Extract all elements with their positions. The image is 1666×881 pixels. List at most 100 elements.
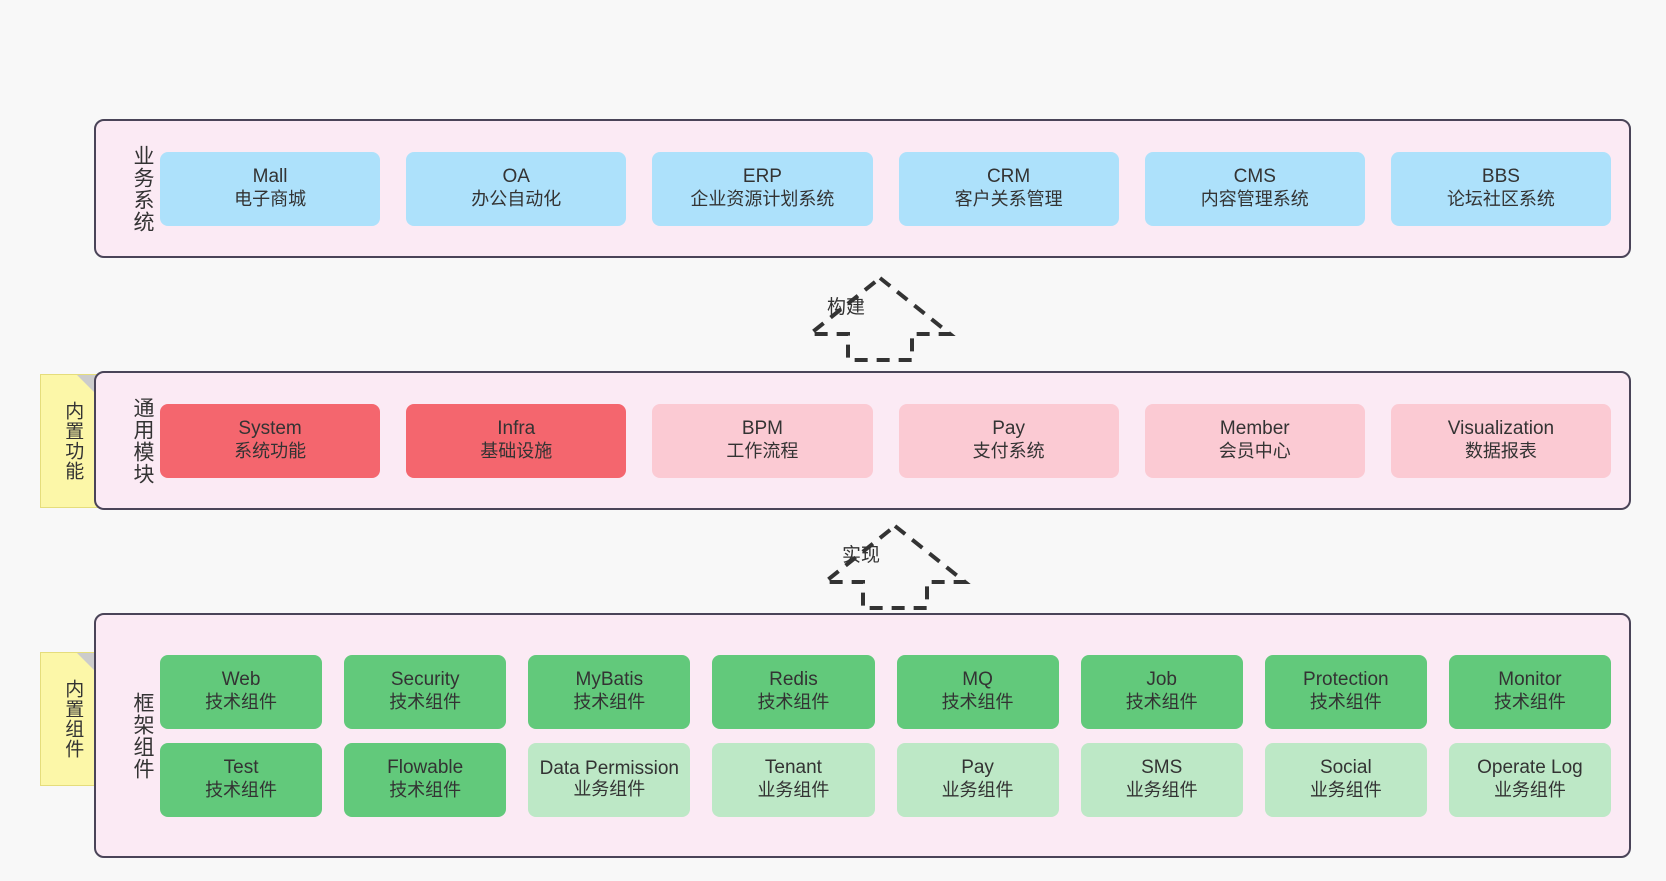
box-subtitle: 办公自动化: [471, 189, 562, 210]
box-web[interactable]: Web 技术组件: [160, 654, 323, 729]
box-data-permission[interactable]: Data Permission 业务组件: [528, 742, 691, 817]
box-title: System: [238, 418, 302, 440]
box-system[interactable]: System 系统功能: [160, 403, 381, 478]
box-subtitle: 业务组件: [1493, 780, 1566, 801]
box-title: BPM: [741, 418, 784, 440]
box-test[interactable]: Test 技术组件: [160, 742, 323, 817]
box-subtitle: 论坛社区系统: [1446, 189, 1555, 210]
box-subtitle: 基础设施: [480, 441, 553, 462]
box-subtitle: 技术组件: [1493, 692, 1566, 713]
box-title: Infra: [497, 418, 536, 440]
box-crm[interactable]: CRM 客户关系管理: [898, 151, 1119, 226]
box-title: OA: [502, 166, 530, 188]
box-monitor[interactable]: Monitor 技术组件: [1448, 654, 1611, 729]
box-subtitle: 技术组件: [389, 780, 462, 801]
box-erp[interactable]: ERP 企业资源计划系统: [652, 151, 873, 226]
box-title: Mall: [252, 166, 288, 188]
box-subtitle: 技术组件: [205, 780, 278, 801]
box-title: Operate Log: [1477, 757, 1583, 779]
sticky-note-text: 内置组件: [62, 679, 84, 759]
framework-row-2: Test 技术组件 Flowable 技术组件 Data Permission …: [160, 742, 1611, 817]
business-row-1: Mall 电子商城 OA 办公自动化 ERP 企业资源计划系统 CRM 客户关系…: [160, 151, 1612, 226]
dashed-arrow-up-icon: [819, 523, 971, 610]
box-subtitle: 技术组件: [1309, 692, 1382, 713]
box-title: Security: [390, 669, 460, 691]
box-protection[interactable]: Protection 技术组件: [1264, 654, 1427, 729]
box-title: Monitor: [1498, 669, 1562, 691]
box-redis[interactable]: Redis 技术组件: [712, 654, 875, 729]
box-oa[interactable]: OA 办公自动化: [406, 151, 627, 226]
box-subtitle: 技术组件: [1125, 692, 1198, 713]
box-subtitle: 业务组件: [941, 780, 1014, 801]
box-bbs[interactable]: BBS 论坛社区系统: [1390, 151, 1612, 226]
box-title: Member: [1219, 418, 1290, 440]
business-box-grid: Mall 电子商城 OA 办公自动化 ERP 企业资源计划系统 CRM 客户关系…: [154, 151, 1629, 226]
connector-build: [800, 272, 960, 367]
framework-box-grid: Web 技术组件 Security 技术组件 MyBatis 技术组件 Redi…: [154, 654, 1629, 817]
sticky-note-builtin-features: 内置功能: [40, 374, 104, 508]
box-title: Flowable: [387, 757, 464, 779]
box-title: Web: [221, 669, 261, 691]
box-title: CRM: [986, 166, 1031, 188]
box-mybatis[interactable]: MyBatis 技术组件: [528, 654, 691, 729]
connector-build-label: 构建: [827, 297, 866, 318]
box-subtitle: 内容管理系统: [1200, 189, 1309, 210]
box-cms[interactable]: CMS 内容管理系统: [1144, 151, 1365, 226]
box-title: MyBatis: [575, 669, 644, 691]
common-box-grid: System 系统功能 Infra 基础设施 BPM 工作流程 Pay 支付系统…: [154, 403, 1629, 478]
box-subtitle: 技术组件: [757, 692, 830, 713]
box-security[interactable]: Security 技术组件: [344, 654, 507, 729]
box-title: Pay: [992, 418, 1025, 440]
box-subtitle: 客户关系管理: [954, 189, 1063, 210]
box-mall[interactable]: Mall 电子商城: [160, 151, 381, 226]
box-subtitle: 业务组件: [1125, 780, 1198, 801]
common-row-1: System 系统功能 Infra 基础设施 BPM 工作流程 Pay 支付系统…: [160, 403, 1612, 478]
box-pay-component[interactable]: Pay 业务组件: [896, 742, 1059, 817]
box-subtitle: 业务组件: [1309, 780, 1382, 801]
sticky-note-text: 内置功能: [62, 401, 84, 481]
box-member[interactable]: Member 会员中心: [1144, 403, 1365, 478]
box-flowable[interactable]: Flowable 技术组件: [344, 742, 507, 817]
box-visualization[interactable]: Visualization 数据报表: [1390, 403, 1612, 478]
box-subtitle: 数据报表: [1464, 441, 1537, 462]
box-title: CMS: [1233, 166, 1276, 188]
box-subtitle: 技术组件: [573, 692, 646, 713]
layer-business-systems: 业务系统 Mall 电子商城 OA 办公自动化 ERP 企业资源计划系统 CRM…: [94, 119, 1631, 258]
layer-common-modules: 通用模块 System 系统功能 Infra 基础设施 BPM 工作流程 Pay…: [94, 371, 1631, 510]
box-subtitle: 业务组件: [573, 779, 646, 800]
box-subtitle: 会员中心: [1218, 441, 1291, 462]
box-social[interactable]: Social 业务组件: [1264, 742, 1427, 817]
box-title: Pay: [961, 757, 994, 779]
box-pay-module[interactable]: Pay 支付系统: [898, 403, 1119, 478]
connector-implement-label: 实现: [842, 545, 881, 566]
box-operate-log[interactable]: Operate Log 业务组件: [1448, 742, 1611, 817]
box-tenant[interactable]: Tenant 业务组件: [712, 742, 875, 817]
box-subtitle: 支付系统: [972, 441, 1045, 462]
box-job[interactable]: Job 技术组件: [1080, 654, 1243, 729]
box-infra[interactable]: Infra 基础设施: [406, 403, 627, 478]
box-title: Job: [1146, 669, 1177, 691]
box-title: SMS: [1141, 757, 1183, 779]
box-title: Protection: [1303, 669, 1389, 691]
box-title: Redis: [769, 669, 818, 691]
box-title: BBS: [1481, 166, 1520, 188]
box-title: Visualization: [1447, 418, 1555, 440]
box-subtitle: 系统功能: [234, 441, 307, 462]
box-subtitle: 技术组件: [389, 692, 462, 713]
box-title: Test: [223, 757, 259, 779]
box-title: Data Permission: [539, 758, 679, 780]
box-subtitle: 电子商城: [234, 189, 307, 210]
layer-label-framework: 框架组件: [131, 691, 154, 780]
box-subtitle: 业务组件: [757, 780, 830, 801]
box-subtitle: 企业资源计划系统: [690, 189, 835, 210]
box-bpm[interactable]: BPM 工作流程: [652, 403, 873, 478]
box-subtitle: 工作流程: [726, 441, 799, 462]
framework-row-1: Web 技术组件 Security 技术组件 MyBatis 技术组件 Redi…: [160, 654, 1611, 729]
connector-implement: [815, 520, 975, 615]
box-title: Social: [1319, 757, 1372, 779]
box-mq[interactable]: MQ 技术组件: [896, 654, 1059, 729]
box-sms[interactable]: SMS 业务组件: [1080, 742, 1243, 817]
dashed-arrow-up-icon: [804, 275, 956, 362]
box-subtitle: 技术组件: [941, 692, 1014, 713]
